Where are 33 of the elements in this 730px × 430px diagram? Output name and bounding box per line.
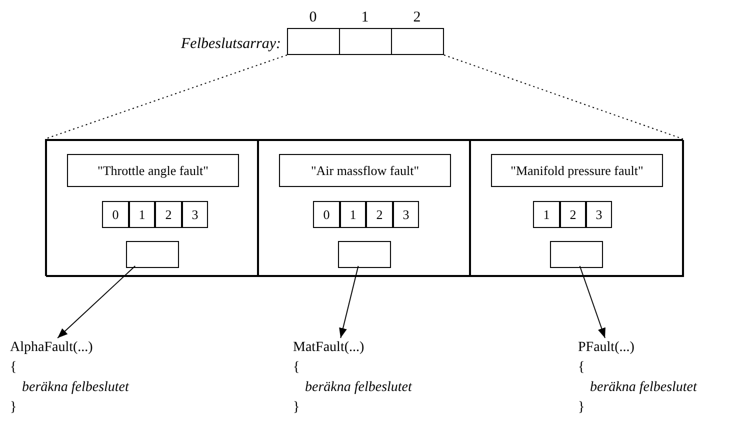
index-cell: 1 bbox=[533, 201, 560, 228]
string-box: "Air massflow fault" bbox=[279, 154, 451, 187]
record-panel bbox=[470, 140, 684, 277]
index-label: 2 bbox=[413, 10, 421, 26]
function-text: MatFault(...) { beräkna felbeslutet } bbox=[293, 338, 463, 424]
index-cell: 3 bbox=[586, 201, 612, 228]
record-panel bbox=[46, 140, 258, 277]
pointer-box bbox=[126, 241, 179, 268]
index-cell: 2 bbox=[560, 201, 586, 228]
arrow bbox=[339, 266, 359, 338]
arrow bbox=[579, 266, 606, 338]
array-frame bbox=[45, 139, 683, 276]
dotted-line bbox=[44, 54, 288, 140]
index-cell: 1 bbox=[340, 201, 366, 228]
index-cell: 3 bbox=[182, 201, 208, 228]
function-text: AlphaFault(...) { beräkna felbeslutet } bbox=[10, 338, 180, 424]
index-cell: 0 bbox=[313, 201, 340, 228]
function-text: PFault(...) { beräkna felbeslutet } bbox=[578, 338, 728, 424]
record-panel bbox=[258, 140, 470, 277]
index-cell: 2 bbox=[155, 201, 182, 228]
index-label: 1 bbox=[361, 10, 369, 26]
string-box: "Throttle angle fault" bbox=[67, 154, 239, 187]
index-cell: 2 bbox=[366, 201, 393, 228]
array-name: Felbeslutsarray: bbox=[181, 35, 281, 54]
pointer-box bbox=[338, 241, 391, 268]
index-cell: 3 bbox=[393, 201, 419, 228]
index-cell: 1 bbox=[129, 201, 155, 228]
pointer-box bbox=[550, 241, 603, 268]
arrow bbox=[57, 266, 136, 338]
index-label: 0 bbox=[309, 10, 317, 26]
string-box: "Manifold pressure fault" bbox=[491, 154, 663, 187]
index-cell: 0 bbox=[102, 201, 129, 228]
dotted-line bbox=[444, 54, 684, 140]
